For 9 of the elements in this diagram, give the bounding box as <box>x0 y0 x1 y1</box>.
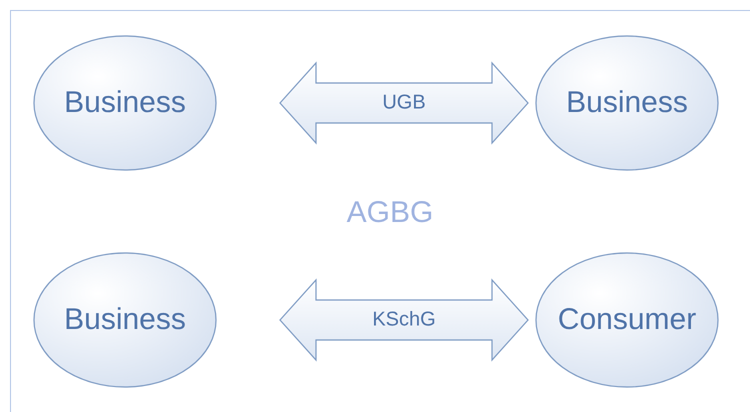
double-block-arrow <box>279 278 529 362</box>
node-label: Consumer <box>558 303 696 337</box>
node-label: Business <box>64 86 186 120</box>
center-label: AGBG <box>346 196 434 230</box>
edge-label: KSchG <box>372 308 436 332</box>
double-block-arrow <box>279 61 529 145</box>
edge-label: UGB <box>382 92 426 114</box>
node-label: Business <box>566 86 688 120</box>
node-label: Business <box>64 303 186 337</box>
